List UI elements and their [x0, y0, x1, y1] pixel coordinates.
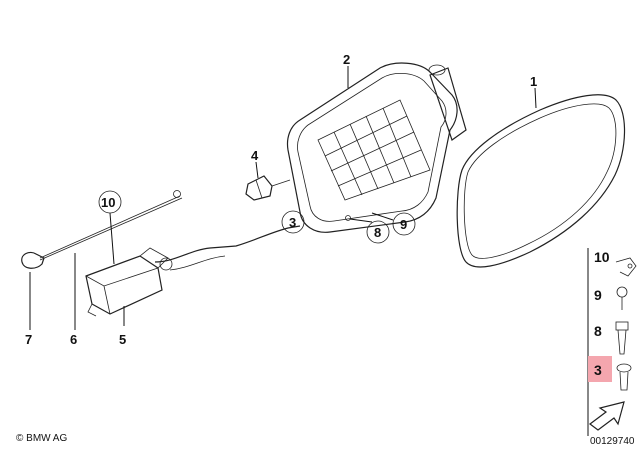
svg-text:3: 3 [594, 362, 602, 378]
legend-item-8[interactable]: 8 [594, 321, 629, 355]
actuator-rod [154, 225, 301, 263]
callout-8: 8 [374, 225, 381, 240]
callout-7: 7 [25, 332, 32, 347]
arrow-icon [589, 401, 625, 431]
svg-text:10: 10 [594, 249, 610, 265]
fuel-filler-flap-part[interactable] [456, 94, 626, 268]
callout-1: 1 [530, 74, 537, 89]
callout-8-circle [366, 220, 390, 244]
callout-2: 2 [343, 52, 350, 67]
highlight-box [588, 356, 612, 382]
legend-item-10[interactable]: 10 [594, 249, 637, 277]
legend-item-3-highlighted[interactable]: 3 [588, 356, 632, 391]
callout-9-circle [392, 212, 416, 236]
callout-3-circle [281, 210, 305, 234]
callout-4: 4 [251, 148, 259, 163]
svg-text:9: 9 [594, 287, 602, 303]
legend-item-9[interactable]: 9 [594, 286, 628, 310]
copyright-text: © BMW AG [16, 433, 67, 444]
rubber-buffer-part[interactable] [245, 175, 291, 201]
filler-housing-part[interactable] [286, 62, 467, 233]
parts-legend: 10 9 8 3 [587, 248, 637, 436]
svg-text:8: 8 [594, 323, 602, 339]
callout-9: 9 [400, 217, 407, 232]
callout-6: 6 [70, 332, 77, 347]
callout-5: 5 [119, 332, 126, 347]
actuator-motor-part[interactable] [85, 247, 173, 317]
callout-3: 3 [289, 215, 296, 230]
pull-handle-part[interactable] [21, 251, 45, 269]
drawing-number: 00129740 [590, 436, 635, 447]
callout-10: 10 [101, 195, 115, 210]
